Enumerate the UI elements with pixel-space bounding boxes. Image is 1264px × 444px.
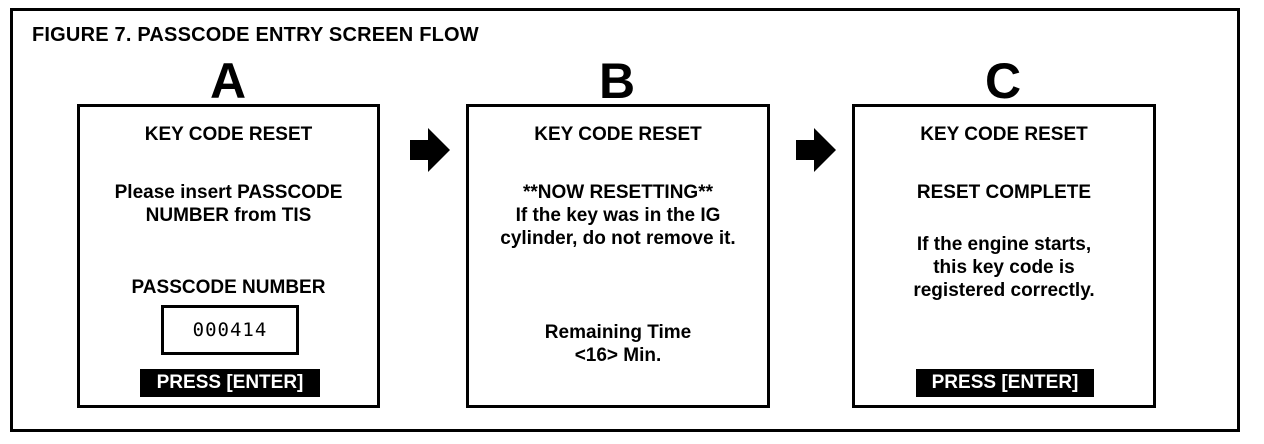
screen-panel-c: KEY CODE RESET RESET COMPLETE If the eng… <box>852 104 1156 408</box>
screen-panel-a: KEY CODE RESET Please insert PASSCODE NU… <box>77 104 380 408</box>
panel-b-message-line: If the key was in the IG <box>515 205 721 226</box>
panel-b-header: KEY CODE RESET <box>534 124 702 145</box>
panel-c-message: If the engine starts, this key code is r… <box>855 233 1153 302</box>
panel-c-message-line: If the engine starts, <box>916 234 1092 255</box>
remaining-time-value: <16> Min. <box>574 345 662 366</box>
panel-c-message-line: this key code is <box>933 257 1075 278</box>
remaining-time-label: Remaining Time <box>544 322 692 343</box>
screen-panel-b: KEY CODE RESET **NOW RESETTING** If the … <box>466 104 770 408</box>
panel-a-header: KEY CODE RESET <box>144 124 313 145</box>
remaining-time: Remaining Time <16> Min. <box>469 321 767 367</box>
figure-title: FIGURE 7. PASSCODE ENTRY SCREEN FLOW <box>32 24 479 46</box>
panel-b-message-line: cylinder, do not remove it. <box>500 228 736 249</box>
panel-a-message: Please insert PASSCODE NUMBER from TIS <box>80 181 377 227</box>
panel-b-letter: B <box>598 53 636 109</box>
panel-b-message: **NOW RESETTING** If the key was in the … <box>469 181 767 250</box>
reset-complete-status: RESET COMPLETE <box>916 182 1092 203</box>
press-enter-button[interactable]: PRESS [ENTER] <box>916 369 1094 397</box>
panel-c-letter: C <box>984 53 1022 109</box>
press-enter-button[interactable]: PRESS [ENTER] <box>140 369 320 397</box>
passcode-number-field[interactable]: 000414 <box>161 305 299 355</box>
panel-a-message-line: Please insert PASSCODE <box>114 182 343 203</box>
panel-c-message-line: registered correctly. <box>913 280 1095 301</box>
figure-frame <box>10 8 1240 432</box>
right-arrow-icon <box>410 128 450 172</box>
passcode-number-label: PASSCODE NUMBER <box>131 277 326 298</box>
right-arrow-icon <box>796 128 836 172</box>
panel-b-message-line: **NOW RESETTING** <box>522 182 714 203</box>
panel-c-header: KEY CODE RESET <box>920 124 1088 145</box>
panel-a-message-line: NUMBER from TIS <box>145 205 312 226</box>
panel-a-letter: A <box>209 53 247 109</box>
